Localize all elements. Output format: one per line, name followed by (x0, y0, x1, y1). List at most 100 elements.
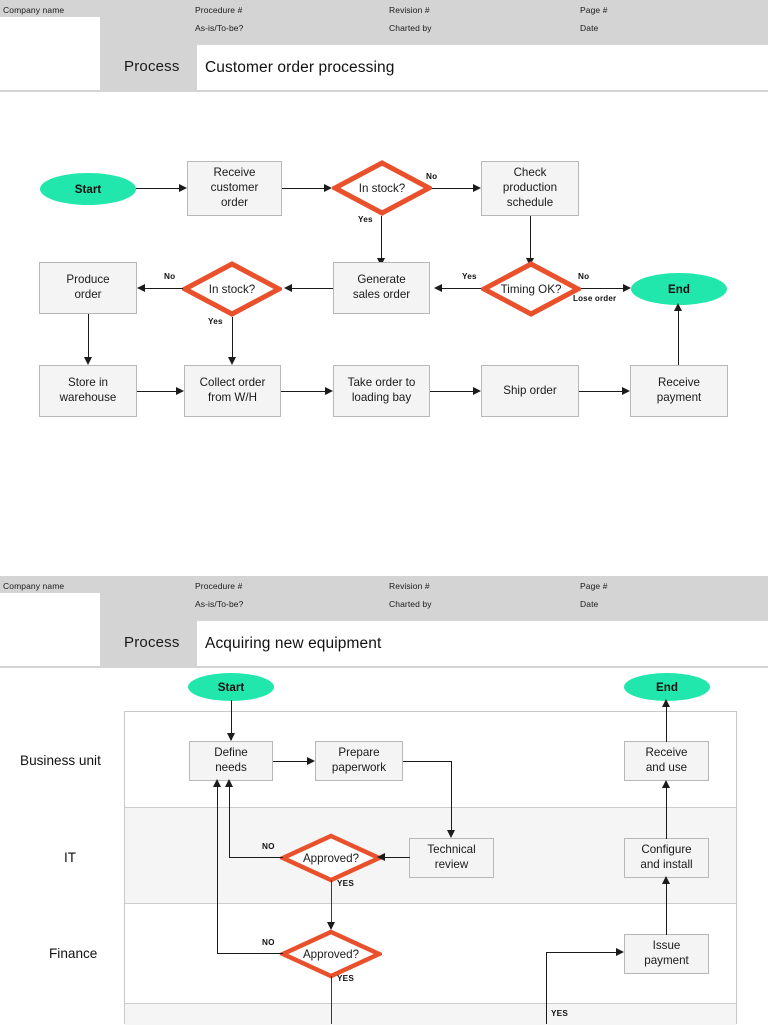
edge-produce-to-store-arrow (84, 357, 92, 365)
edge-label-yes-3: Yes (208, 317, 223, 326)
sheet2-asis-label: As-is/To-be? (195, 599, 244, 609)
node-end-2-label: End (656, 680, 678, 694)
edge-timing-to-gensales-arrow (434, 284, 442, 292)
node-end-2[interactable]: End (624, 673, 710, 701)
sheet2-title-box[interactable]: Acquiring new equipment (197, 621, 768, 666)
edge-prepare-to-techrev-arrow (447, 830, 455, 838)
sheet1-revision-label: Revision # (389, 5, 430, 15)
edge-to-issuepay-arrow (616, 948, 624, 956)
edge-instock2-to-produce-arrow (137, 284, 145, 292)
edge-approved-it-yes (331, 880, 333, 928)
edge-label-yes-it: YES (337, 879, 354, 888)
edge-instock2-to-collect (232, 317, 234, 361)
edge-takeorder-to-ship (430, 391, 473, 393)
edge-store-to-collect-arrow (176, 387, 184, 395)
edge-approved-fin-yes-v (331, 976, 333, 1024)
sheet2-logo-box[interactable] (0, 593, 100, 666)
edge-label-no-3: No (164, 272, 176, 281)
edge-approved-fin-no-v (217, 782, 219, 954)
edge-approved-it-yes-arrow (327, 922, 335, 930)
edge-receiveuse-to-end2-arrow (662, 699, 670, 707)
node-ship-order[interactable]: Ship order (481, 365, 579, 417)
node-in-stock-1[interactable]: In stock? (332, 160, 432, 216)
node-in-stock-2-label: In stock? (208, 282, 256, 296)
sheet1-asis-label: As-is/To-be? (195, 23, 244, 33)
edge-label-no-it: NO (262, 842, 275, 851)
node-start-2[interactable]: Start (188, 673, 274, 701)
edge-approved-it-no-v (229, 782, 231, 858)
node-in-stock-2[interactable]: In stock? (182, 261, 282, 317)
node-start-label: Start (74, 182, 102, 196)
sheet2-process-word: Process (124, 634, 180, 651)
edge-techrev-to-approved-it-arrow (377, 853, 385, 861)
node-approved-it-label: Approved? (302, 851, 360, 865)
edge-takeorder-to-ship-arrow (473, 387, 481, 395)
edge-store-to-collect (137, 391, 176, 393)
node-timing-ok-label: Timing OK? (500, 282, 562, 296)
edge-label-lose-order: Lose order (573, 294, 617, 303)
edge-start2-to-define (231, 700, 233, 740)
edge-label-no-1: No (426, 172, 438, 181)
edge-timing-to-gensales (442, 288, 481, 290)
edge-approved-it-no-h (229, 857, 283, 859)
edge-timing-to-end (581, 288, 623, 290)
edge-techrev-to-approved-it (385, 857, 410, 859)
edge-receive-to-instock1-arrow (324, 184, 332, 192)
edge-label-yes-2: Yes (462, 272, 477, 281)
edge-prepare-to-techrev-h (403, 761, 452, 763)
edge-timing-to-end-arrow (623, 284, 631, 292)
diamond-shape-icon (182, 261, 282, 317)
sheet1-procedure-label: Procedure # (195, 5, 243, 15)
sheet1-title-box[interactable]: Customer order processing (197, 45, 768, 90)
edge-label-no-2: No (578, 272, 590, 281)
node-approved-finance[interactable]: Approved? (280, 929, 382, 979)
edge-instock2-to-collect-arrow (228, 357, 236, 365)
edge-start-to-receive-arrow (179, 184, 187, 192)
diamond-shape-icon (332, 160, 432, 216)
edge-start2-to-define-arrow (227, 733, 235, 741)
edge-define-to-prepare-arrow (307, 757, 315, 765)
edge-payment-to-end-arrow (674, 303, 682, 311)
sheet1-date-label: Date (580, 23, 599, 33)
node-end[interactable]: End (631, 273, 727, 305)
edge-approved-it-no-arrow (225, 779, 233, 787)
edge-gensales-to-instock2-arrow (284, 284, 292, 292)
sheet1-company-label: Company name (3, 5, 65, 15)
diamond-shape-icon (481, 261, 581, 317)
edge-instock1-to-gensales (381, 216, 383, 261)
sheet1-header: Company name Procedure # As-is/To-be? Re… (0, 0, 768, 92)
lane-separator-3 (125, 1003, 736, 1004)
node-start[interactable]: Start (40, 173, 136, 205)
edge-receiveuse-to-end2 (666, 702, 668, 742)
edge-collect-to-takeorder (281, 391, 325, 393)
node-timing-ok[interactable]: Timing OK? (481, 261, 581, 317)
edge-configure-to-receiveuse-arrow (662, 780, 670, 788)
sheet2-company-label: Company name (3, 581, 65, 591)
edge-gensales-to-instock2 (292, 288, 333, 290)
sheet1-logo-box[interactable] (0, 17, 100, 90)
node-approved-it[interactable]: Approved? (280, 833, 382, 883)
edge-ship-to-payment (579, 391, 622, 393)
